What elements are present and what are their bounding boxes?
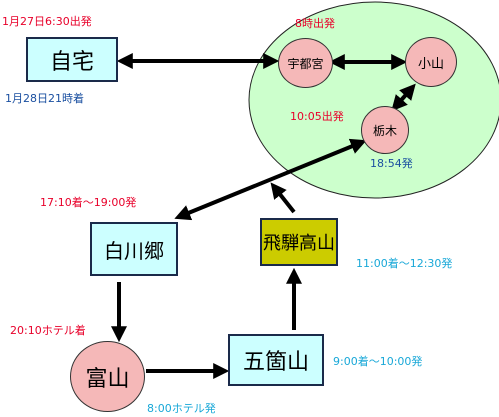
label-home-arrive: 1月28日21時着 — [5, 92, 84, 105]
label-toyama-arrive: 20:10ホテル着 — [10, 324, 86, 337]
node-gokayama-label: 五箇山 — [242, 350, 309, 375]
label-takayama-time: 11:00着～12:30発 — [356, 257, 453, 270]
node-hida-takayama: 飛騨高山 — [260, 218, 338, 266]
label-shirakawago-time: 17:10着～19:00発 — [40, 196, 137, 209]
node-oyama: 小山 — [405, 37, 457, 87]
node-home: 自宅 — [26, 37, 118, 82]
node-tochigi: 栃木 — [361, 106, 409, 154]
node-toyama-label: 富山 — [85, 366, 130, 392]
label-tochigi-arrive: 18:54発 — [370, 157, 413, 170]
node-tochigi-label: 栃木 — [372, 123, 397, 138]
node-utsunomiya-label: 宇都宮 — [287, 56, 324, 71]
node-home-label: 自宅 — [49, 49, 94, 75]
arrow-tochigi-shirakawago — [174, 138, 367, 221]
arrow-takayama-tochigi — [270, 182, 296, 214]
node-gokayama: 五箇山 — [228, 334, 324, 386]
label-toyama-depart: 8:00ホテル発 — [147, 402, 216, 415]
label-tochigi-depart: 10:05出発 — [290, 110, 344, 123]
node-utsunomiya: 宇都宮 — [278, 38, 333, 88]
label-utsunomiya-depart: 8時出発 — [295, 17, 335, 30]
node-shirakawago-label: 白川郷 — [104, 238, 164, 263]
node-oyama-label: 小山 — [417, 56, 444, 72]
arrow-oyama-tochigi — [391, 83, 416, 112]
label-home-depart: 1月27日6:30出発 — [2, 15, 92, 28]
node-shirakawago: 白川郷 — [90, 222, 178, 276]
node-hida-takayama-label: 飛騨高山 — [263, 233, 335, 254]
label-gokayama-time: 9:00着～10:00発 — [333, 355, 423, 368]
node-toyama: 富山 — [70, 341, 145, 412]
